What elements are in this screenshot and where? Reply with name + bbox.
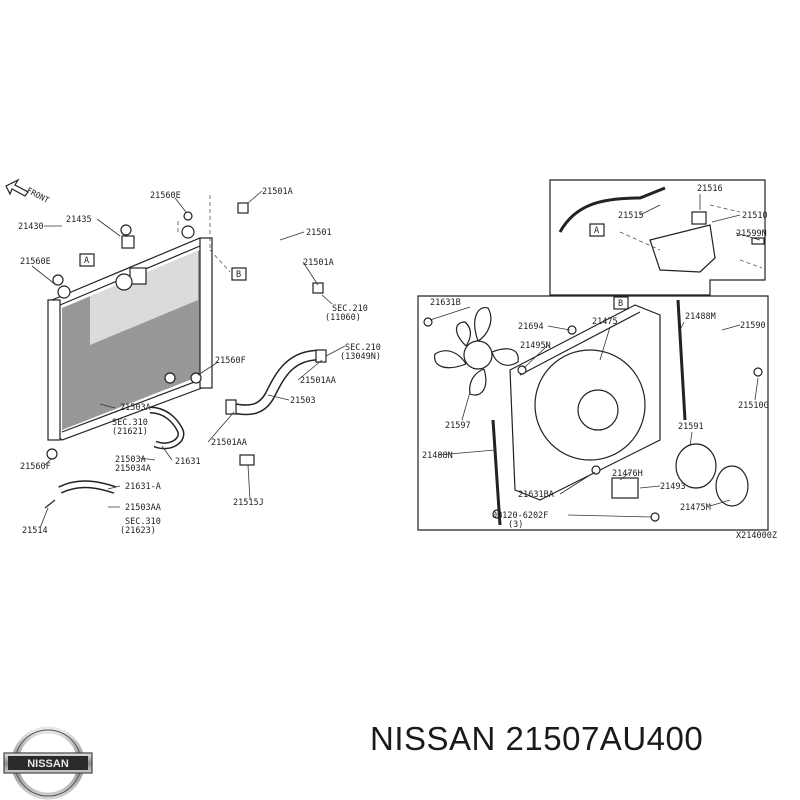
front-arrow-icon xyxy=(5,178,29,197)
box-b-left: B xyxy=(231,267,247,281)
label-21631: 21631 xyxy=(175,457,201,467)
label-21475: 21475 xyxy=(592,317,618,327)
label-21631ba: 21631BA xyxy=(518,490,554,500)
bolt-icon xyxy=(492,509,502,519)
label-21503aa: 21503AA xyxy=(125,503,161,513)
label-21503: 21503 xyxy=(290,396,316,406)
label-sec310-b-ref: (21623) xyxy=(120,526,156,536)
label-21493: 21493 xyxy=(660,482,686,492)
left-labels: 21430 21435 21560E 21560E 21501A 21501 2… xyxy=(18,187,381,536)
svg-text:B: B xyxy=(618,299,623,309)
label-21560e-top: 21560E xyxy=(150,191,181,201)
label-21510g: 21510G xyxy=(738,401,769,411)
caption-brand: NISSAN xyxy=(370,720,496,757)
label-sec210-a: SEC.210 xyxy=(332,304,368,314)
label-21597: 21597 xyxy=(445,421,471,431)
label-21503a-b: 21503A xyxy=(115,455,146,465)
label-21514: 21514 xyxy=(22,526,48,536)
nissan-logo-icon: NISSAN xyxy=(3,726,93,800)
label-sec310-a-ref: (21621) xyxy=(112,427,148,437)
label-21590: 21590 xyxy=(740,321,766,331)
label-21501a-mid: 21501A xyxy=(303,258,334,268)
label-21430: 21430 xyxy=(18,222,44,232)
diagram-code: X214000Z xyxy=(736,531,777,541)
label-21515j: 21515J xyxy=(233,498,264,508)
svg-text:A: A xyxy=(594,226,599,236)
label-sec310-b: SEC.310 xyxy=(125,517,161,527)
lower-hose xyxy=(225,349,327,466)
label-21488m: 21488M xyxy=(685,312,716,322)
label-sec210-b-ref: (13049N) xyxy=(340,352,381,362)
label-bolt-qty: (3) xyxy=(508,520,523,530)
right-top-labels: 21516 21515 21510 21599N xyxy=(618,184,768,239)
reservoir-box xyxy=(549,179,766,296)
label-21435: 21435 xyxy=(66,215,92,225)
front-label: FRONT xyxy=(25,186,51,205)
label-21599n: 21599N xyxy=(736,229,767,239)
box-a-right: A xyxy=(589,223,605,237)
label-215034a: 215034A xyxy=(115,464,151,474)
label-21495n: 21495N xyxy=(520,341,551,351)
label-21560f-mid: 21560F xyxy=(215,356,246,366)
label-21631b: 21631B xyxy=(430,298,461,308)
label-21694: 21694 xyxy=(518,322,544,332)
radiator-core xyxy=(47,225,213,441)
label-sec310-a: SEC.310 xyxy=(112,418,148,428)
fan-blades xyxy=(434,307,519,396)
label-21591: 21591 xyxy=(678,422,704,432)
label-21488n: 21488N xyxy=(422,451,453,461)
label-sec210-a-ref: (11060) xyxy=(325,313,361,323)
upper-hose xyxy=(237,202,324,294)
fan-motor xyxy=(611,443,749,507)
svg-text:B: B xyxy=(236,270,241,280)
label-21516: 21516 xyxy=(697,184,723,194)
part-caption: NISSAN 21507AU400 xyxy=(370,720,800,780)
label-bolt: 0B120-6202F xyxy=(492,511,548,521)
label-21501aa-bottom: 21501AA xyxy=(211,438,247,448)
caption-part-number: 21507AU400 xyxy=(505,720,704,757)
label-21501a-top: 21501A xyxy=(262,187,293,197)
label-21510: 21510 xyxy=(742,211,768,221)
label-21560f-left: 21560F xyxy=(20,462,51,472)
label-21475m: 21475M xyxy=(680,503,711,513)
fan-box xyxy=(417,295,769,531)
box-b-right: B xyxy=(613,296,629,310)
label-21501: 21501 xyxy=(306,228,332,238)
label-21503a: 21503A xyxy=(120,403,151,413)
label-sec210-b: SEC.210 xyxy=(345,343,381,353)
drain-pipe xyxy=(44,406,185,509)
right-bottom-labels: 21631B 21694 21475 21488M 21590 21495N 2… xyxy=(422,298,769,530)
box-a-left: A xyxy=(79,253,95,267)
logo-text: NISSAN xyxy=(27,758,69,770)
label-21560e-left: 21560E xyxy=(20,257,51,267)
label-21501aa-right: 21501AA xyxy=(300,376,336,386)
label-21631-a: 21631-A xyxy=(125,482,161,492)
svg-text:A: A xyxy=(84,256,89,266)
label-21515: 21515 xyxy=(618,211,644,221)
